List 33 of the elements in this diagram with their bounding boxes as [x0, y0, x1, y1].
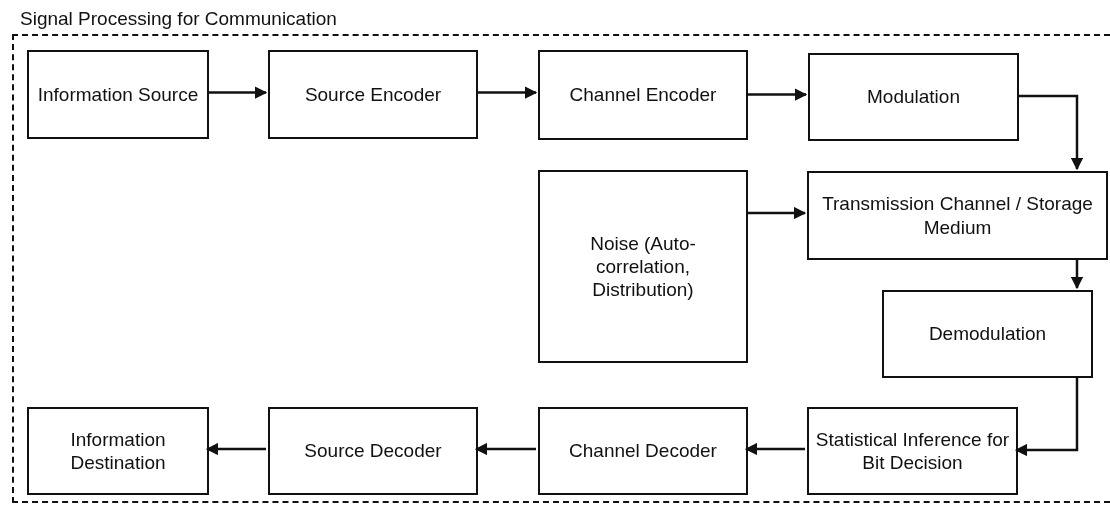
group-title: Signal Processing for Communication: [20, 8, 337, 30]
box-label: Statistical Inference for Bit Decision: [814, 427, 1011, 475]
arrow: [476, 86, 538, 99]
arrow: [1070, 258, 1084, 290]
arrow: [207, 86, 268, 99]
process-box: [538, 50, 748, 140]
box-label: Modulation: [866, 85, 961, 109]
box-label: Information Destination: [69, 427, 167, 475]
process-box: [268, 50, 478, 139]
arrow: [1017, 94, 1084, 171]
arrow: [744, 442, 805, 456]
box-label: Demodulation: [927, 322, 1048, 346]
arrow: [205, 442, 266, 456]
process-box: [268, 407, 478, 495]
box-label: Channel Encoder: [568, 83, 718, 107]
box-label: Source Encoder: [303, 82, 443, 107]
process-box: [807, 407, 1018, 495]
arrow: [746, 88, 808, 101]
box-label: Transmission Channel / Storage Medium: [821, 192, 1094, 239]
process-box: [808, 53, 1019, 141]
process-box: [882, 290, 1093, 378]
arrow: [746, 206, 807, 220]
process-box: [538, 170, 748, 363]
box-label: Channel Decoder: [568, 439, 718, 463]
box-label: Noise (Auto- correlation, Distribution): [589, 231, 697, 302]
process-box: [27, 50, 209, 139]
arrow: [1014, 376, 1079, 457]
box-label: Information Source: [36, 82, 200, 107]
process-box: [27, 407, 209, 495]
box-label: Source Decoder: [303, 439, 443, 463]
process-box: [807, 171, 1108, 260]
arrow: [474, 442, 536, 456]
process-box: [538, 407, 748, 495]
